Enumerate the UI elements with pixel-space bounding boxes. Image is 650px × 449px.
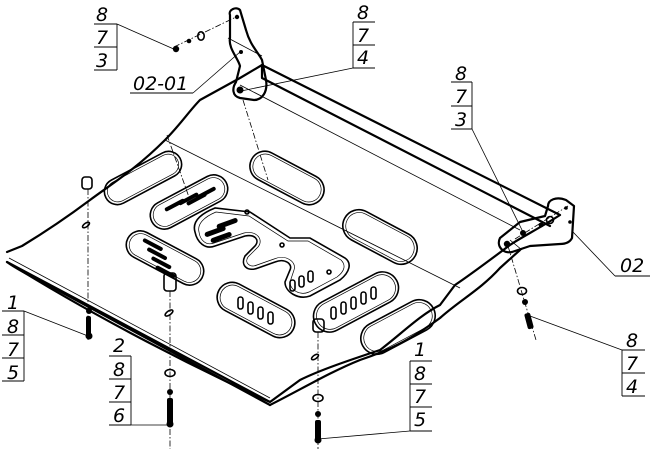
svg-text:7: 7 <box>357 25 369 47</box>
svg-text:3: 3 <box>96 50 108 72</box>
plate-front-edge-thick <box>5 260 272 407</box>
svg-text:5: 5 <box>414 409 426 431</box>
slots <box>103 150 436 356</box>
callout-02: 02 <box>572 231 650 277</box>
svg-text:8: 8 <box>7 316 19 338</box>
svg-text:4: 4 <box>626 376 638 398</box>
svg-text:8: 8 <box>455 63 467 85</box>
callout-left-bolt: 1 8 7 5 <box>2 292 89 384</box>
central-recess-inner <box>198 211 345 294</box>
callouts: 8 7 3 02-01 8 7 4 8 7 <box>2 2 650 440</box>
svg-text:5: 5 <box>7 362 19 384</box>
central-recess <box>193 207 350 298</box>
callout-right-upper: 8 7 3 <box>451 63 524 233</box>
svg-text:7: 7 <box>113 382 125 404</box>
skid-plate <box>5 63 562 407</box>
svg-text:4: 4 <box>357 47 369 69</box>
callout-right-lower: 8 7 4 <box>529 315 645 398</box>
plate-rear-beam-inner <box>239 84 521 231</box>
svg-text:1: 1 <box>7 292 19 314</box>
plate-rear-rail <box>164 139 461 289</box>
oval-holes-f <box>237 296 274 325</box>
svg-text:7: 7 <box>414 386 426 408</box>
svg-text:8: 8 <box>96 4 108 26</box>
svg-text:02: 02 <box>620 255 644 277</box>
svg-text:8: 8 <box>626 330 638 352</box>
svg-text:7: 7 <box>626 353 638 375</box>
plate-rear-beam <box>260 63 552 228</box>
svg-text:8: 8 <box>357 2 369 24</box>
fasteners <box>81 16 569 449</box>
callout-02-01: 02-01 <box>130 51 241 95</box>
oval-holes-g <box>330 286 377 320</box>
callout-center-left-bolt: 2 8 7 6 <box>109 335 168 427</box>
svg-text:8: 8 <box>113 359 125 381</box>
svg-text:1: 1 <box>414 339 426 361</box>
callout-center-bolt: 1 8 7 5 <box>317 339 432 440</box>
recess-holes <box>204 209 332 292</box>
svg-text:2: 2 <box>113 335 125 357</box>
svg-text:8: 8 <box>414 363 426 385</box>
svg-text:7: 7 <box>7 339 19 361</box>
svg-text:7: 7 <box>455 86 467 108</box>
svg-text:3: 3 <box>455 109 467 131</box>
callout-top-center: 8 7 4 <box>240 2 375 92</box>
bracket-02 <box>497 197 576 254</box>
svg-text:6: 6 <box>113 405 125 427</box>
svg-text:7: 7 <box>96 27 108 49</box>
plate-front-edge <box>8 257 271 399</box>
bracket-02-01 <box>227 7 268 102</box>
callout-top-left: 8 7 3 <box>94 4 177 72</box>
svg-text:02-01: 02-01 <box>133 73 188 95</box>
